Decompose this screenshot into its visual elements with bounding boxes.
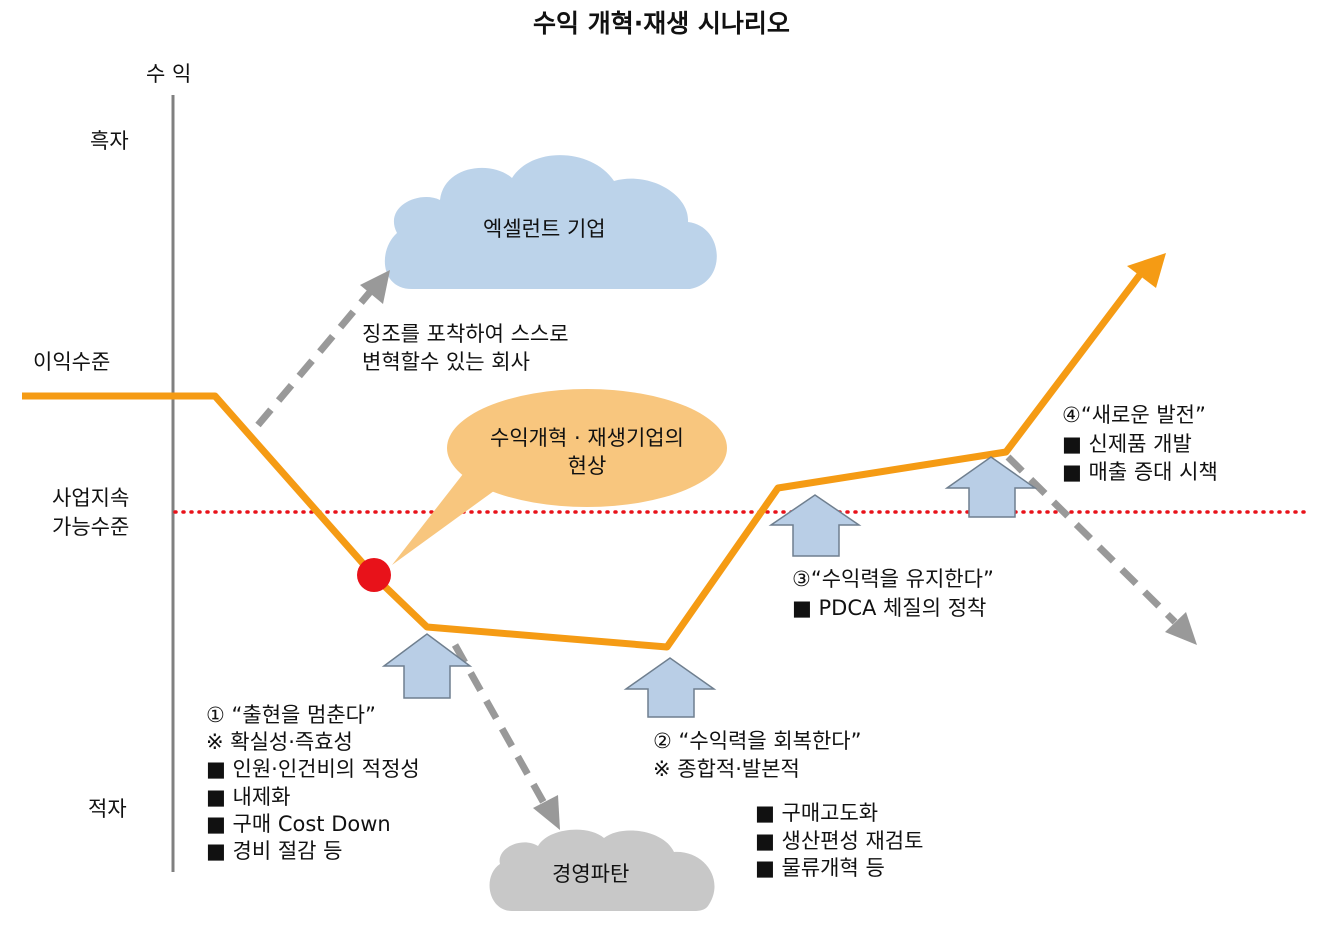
stage2-item: ■ 생산편성 재검토 [755, 829, 924, 853]
stage4-line: ④“새로운 발전” [1062, 403, 1206, 427]
stage3-line: ■ PDCA 체질의 정착 [792, 596, 987, 620]
up-arrow-stage2 [623, 657, 717, 718]
stage4-line: ■ 신제품 개발 [1062, 432, 1192, 456]
level-profit: 이익수준 [33, 350, 111, 374]
stage2-line: ※ 종합적·발본적 [653, 757, 800, 781]
stage2-item: ■ 물류개혁 등 [755, 856, 885, 880]
excellent-cloud [384, 155, 717, 289]
dashed-arrow-decline-right [1005, 454, 1197, 645]
profit-scenario-line [22, 265, 1148, 651]
dashed-arrow-to-collapse [451, 643, 560, 830]
bubble-line2: 현상 [567, 454, 607, 478]
stage1-line: ■ 내제화 [206, 785, 291, 809]
stage3-line: ③“수익력을 유지한다” [792, 567, 994, 591]
dashed-arrow-to-excellent [255, 270, 390, 428]
up-arrow-stage1 [381, 633, 473, 699]
bubble-line1: 수익개혁 · 재생기업의 [490, 426, 684, 450]
level-sustain-line2: 가능수준 [52, 515, 130, 539]
speech-bubble-tail [392, 465, 498, 565]
current-state-dot [357, 558, 391, 592]
stage2-line: ② “수익력을 회복한다” [653, 729, 862, 753]
stage1-line: ① “출현을 멈춘다” [206, 703, 376, 727]
self-reform-line1: 징조를 포착하여 스스로 [362, 322, 569, 346]
stage2-item: ■ 구매고도화 [755, 801, 879, 825]
collapse-cloud-label: 경영파탄 [552, 862, 630, 886]
level-red: 적자 [88, 797, 127, 821]
stage1-line: ■ 경비 절감 등 [206, 839, 343, 863]
stage1-line: ※ 확실성·즉효성 [206, 730, 353, 754]
self-reform-line2: 변혁할수 있는 회사 [362, 350, 530, 374]
level-black: 흑자 [90, 129, 129, 153]
speech-bubble [447, 389, 727, 507]
stage4-line: ■ 매출 증대 시책 [1062, 460, 1218, 484]
collapse-cloud [489, 829, 715, 911]
y-axis-label: 수 익 [146, 62, 192, 86]
up-arrow-stage3 [768, 494, 862, 557]
level-sustain-line1: 사업지속 [52, 486, 130, 510]
profit-scenario-arrowhead [1127, 253, 1166, 288]
up-arrow-stage4 [944, 456, 1038, 518]
stage1-line: ■ 구매 Cost Down [206, 812, 391, 836]
excellent-cloud-label: 엑셀런트 기업 [483, 217, 606, 241]
stage1-line: ■ 인원·인건비의 적정성 [206, 757, 420, 781]
diagram-title: 수익 개혁·재생 시나리오 [533, 9, 790, 38]
